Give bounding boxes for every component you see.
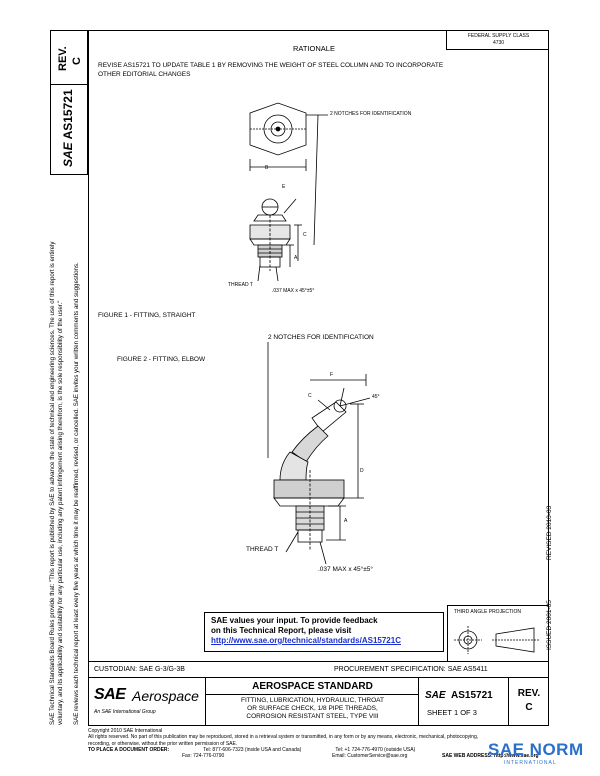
sae-web-address[interactable]: SAE WEB ADDRESS: http://www.sae.org xyxy=(442,753,539,760)
figure-2-drawing xyxy=(267,342,371,565)
standard-title: AEROSPACE STANDARD xyxy=(252,681,373,692)
document-number: AS15721 xyxy=(451,690,493,701)
rev-box-left: REV. C xyxy=(50,30,88,85)
dim-e-1: E xyxy=(282,184,286,190)
logo-aerospace: Aerospace xyxy=(132,688,199,704)
projection-symbol-icon xyxy=(454,626,540,654)
logo-sae: SAE xyxy=(94,686,126,703)
legal-notice: SAE Technical Standards Board Rules prov… xyxy=(49,241,80,726)
dim-c-2: C xyxy=(308,393,312,399)
figure-1-caption: FIGURE 1 - FITTING, STRAIGHT xyxy=(98,312,196,319)
thread-t-1: THREAD T xyxy=(228,282,253,288)
footer: Copyright 2010 SAE International All rig… xyxy=(88,728,539,760)
rationale-line-1: REVISE AS15721 TO UPDATE TABLE 1 BY REMO… xyxy=(98,62,444,69)
angle-45-2: 45° xyxy=(372,394,380,400)
notches-label-1: 2 NOTCHES FOR IDENTIFICATION xyxy=(330,111,412,117)
thread-t-2: THREAD T xyxy=(246,546,279,553)
dim-a-1: A xyxy=(294,255,298,261)
feedback-box: SAE values your input. To provide feedba… xyxy=(204,612,444,652)
num-sae-mark: SAE xyxy=(425,690,446,701)
standard-title-cell: AEROSPACE STANDARD FITTING, LUBRICATION,… xyxy=(206,678,419,726)
procurement-text: PROCUREMENT SPECIFICATION: SAE AS5411 xyxy=(334,666,488,673)
notches-label-2: 2 NOTCHES FOR IDENTIFICATION xyxy=(268,334,374,341)
dim-b-1: B xyxy=(265,165,269,171)
dim-d-2: D xyxy=(360,468,364,474)
revision-cell: REV. C xyxy=(517,688,541,713)
title-block xyxy=(88,662,549,726)
third-angle-projection-box: THIRD ANGLE PROJECTION xyxy=(447,605,549,662)
rationale-title: RATIONALE xyxy=(293,44,335,53)
feedback-link[interactable]: http://www.sae.org/technical/standards/A… xyxy=(211,636,401,645)
figure-2-caption: FIGURE 2 - FITTING, ELBOW xyxy=(117,356,206,363)
federal-supply-class-box: FEDERAL SUPPLY CLASS 4730 xyxy=(446,30,549,50)
logo-tagline: An SAE International Group xyxy=(94,709,156,715)
document-number-cell: SAE AS15721 SHEET 1 OF 3 xyxy=(419,678,509,726)
dim-c-1: C xyxy=(303,232,307,238)
doc-number-box-left: SAE AS15721 xyxy=(50,85,88,175)
elbow-hex-body xyxy=(273,479,345,499)
drawing-frame xyxy=(88,30,549,662)
figure-1-drawing xyxy=(249,102,328,282)
sheet-number: SHEET 1 OF 3 xyxy=(427,708,477,717)
chamfer-2: .037 MAX x 45°±5° xyxy=(318,566,374,573)
sae-aerospace-logo: SAE Aerospace An SAE International Group xyxy=(88,678,206,726)
rev-value-left: C xyxy=(71,57,83,65)
hex-top-view xyxy=(249,102,307,156)
sae-mark-left: SAE xyxy=(61,142,75,167)
chamfer-1: .037 MAX x 45°±5° xyxy=(272,288,315,294)
rev-label-left: REV. xyxy=(57,46,69,71)
revised-date: REVISED 2010-03 xyxy=(546,505,553,560)
rationale-line-2: OTHER EDITORIAL CHANGES xyxy=(98,71,191,78)
custodian-row: CUSTODIAN: SAE G-3/G-3B PROCUREMENT SPEC… xyxy=(88,662,549,678)
custodian-text: CUSTODIAN: SAE G-3/G-3B xyxy=(94,666,185,673)
sae-norm-watermark: SAE NORM INTERNATIONAL xyxy=(488,740,584,766)
dim-a-2: A xyxy=(344,518,348,524)
doc-number-left: SAE AS15721 xyxy=(61,89,75,167)
dim-f-2: F xyxy=(330,372,334,378)
